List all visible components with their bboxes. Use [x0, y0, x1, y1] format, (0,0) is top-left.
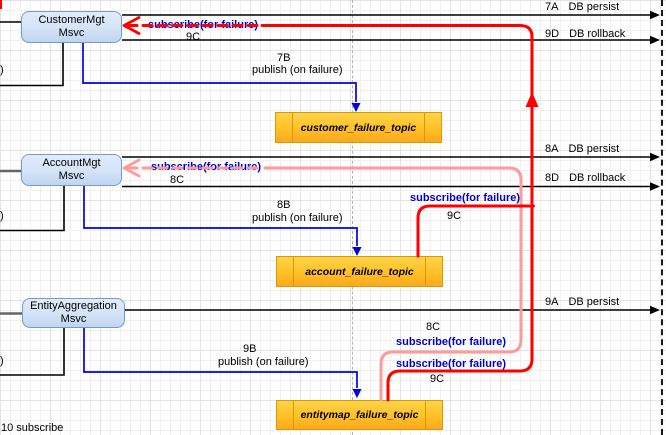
- service-customer-mgt-msvc[interactable]: CustomerMgt Msvc: [21, 11, 122, 43]
- edge-subscribe-9c-branch[interactable]: [416, 204, 535, 258]
- service-label-line2: Msvc: [60, 313, 87, 325]
- label-db-op-9d: 9D DB rollback: [545, 28, 625, 40]
- arrowhead-8d-icon: [650, 182, 660, 191]
- label-db-op-9a: 9A DB persist: [545, 296, 619, 308]
- arrowhead-9d-icon: [650, 35, 660, 45]
- db-op-text: DB persist: [568, 1, 620, 13]
- db-op-text: DB persist: [568, 143, 620, 155]
- label-publish-7b: publish (on failure): [252, 64, 343, 76]
- arrowhead-publish-9b-icon: [352, 389, 362, 398]
- db-op-text: DB rollback: [569, 172, 626, 184]
- service-label-line2: Msvc: [58, 27, 85, 39]
- label-step-7b: 7B: [277, 52, 291, 64]
- label-step-8c-bottom: 8C: [426, 321, 441, 333]
- service-label-line2: Msvc: [58, 170, 85, 182]
- topic-account-failure[interactable]: account_failure_topic: [276, 256, 443, 287]
- edge-subscribe-9c-main[interactable]: [260, 24, 534, 402]
- edge-publish-8b[interactable]: [83, 186, 358, 246]
- db-op-step: 8D: [545, 172, 560, 184]
- edge-publish-9b[interactable]: [83, 328, 358, 388]
- db-op-text: DB rollback: [569, 28, 626, 40]
- label-step-8b: 8B: [277, 199, 291, 211]
- topic-entitymap-failure[interactable]: entitymap_failure_topic: [276, 400, 443, 430]
- edge-subscribe-8c[interactable]: [263, 166, 523, 402]
- label-step-8c-top: 8C: [170, 174, 185, 186]
- service-label-line1: CustomerMgt: [38, 14, 105, 26]
- arrowhead-subscribe-9c-icon: [122, 16, 141, 35]
- label-subscribe-entitymap-red: subscribe(for failure): [396, 358, 507, 370]
- label-clipped-paren-1: ): [0, 64, 4, 76]
- topic-customer-failure[interactable]: customer_failure_topic: [275, 112, 442, 143]
- db-op-step: 8A: [545, 143, 559, 155]
- db-op-text: DB persist: [568, 296, 620, 308]
- edge-publish-7b[interactable]: [82, 43, 357, 102]
- clipped-red-edge: [0, 0, 2, 9]
- edge-account-msvc-left[interactable]: [0, 186, 65, 232]
- topic-label: customer_failure_topic: [300, 121, 417, 134]
- lane-separator-right: [661, 0, 663, 435]
- arrowhead-7a-icon: [650, 10, 660, 20]
- label-clipped-paren-2: ): [0, 210, 4, 222]
- label-db-op-7a: 7A DB persist: [545, 1, 619, 13]
- topic-label: account_failure_topic: [305, 265, 414, 278]
- arrowhead-9a-icon: [650, 305, 660, 315]
- label-subscribe-entitymap-pink: subscribe(for failure): [396, 336, 507, 348]
- service-entity-aggregation-msvc[interactable]: EntityAggregation Msvc: [22, 298, 125, 328]
- edge-entity-msvc-left[interactable]: [0, 328, 65, 376]
- arrowhead-subscribe-8c-icon: [122, 158, 141, 178]
- edge-customer-msvc-left[interactable]: [0, 43, 64, 87]
- arrowhead-publish-7b-icon: [351, 103, 361, 112]
- arrowhead-publish-8b-icon: [352, 247, 362, 256]
- arrowhead-9c-up-icon: [525, 92, 539, 107]
- label-subscribe-branch: subscribe(for failure): [410, 192, 521, 204]
- label-clipped-paren-3: ): [0, 355, 4, 367]
- arrowhead-8a-icon: [650, 152, 660, 162]
- label-publish-8b: publish (on failure): [252, 212, 343, 224]
- lane-separator-center: [352, 0, 353, 435]
- db-op-step: 9D: [545, 28, 560, 40]
- label-step-10-subscribe: 10 subscribe: [1, 422, 64, 434]
- label-db-op-8d: 8D DB rollback: [545, 172, 625, 184]
- service-label-line1: EntityAggregation: [30, 300, 117, 312]
- db-op-step: 9A: [545, 296, 559, 308]
- service-label-line1: AccountMgt: [42, 157, 101, 169]
- label-db-op-8a: 8A DB persist: [545, 143, 619, 155]
- service-account-mgt-msvc[interactable]: AccountMgt Msvc: [21, 154, 122, 186]
- db-op-step: 7A: [545, 1, 559, 13]
- topic-label: entitymap_failure_topic: [300, 409, 419, 421]
- label-step-9c-bottom: 9C: [430, 373, 445, 385]
- label-step-9c-mid: 9C: [447, 210, 462, 222]
- label-publish-9b: publish (on failure): [218, 356, 309, 368]
- label-step-9b: 9B: [243, 343, 257, 355]
